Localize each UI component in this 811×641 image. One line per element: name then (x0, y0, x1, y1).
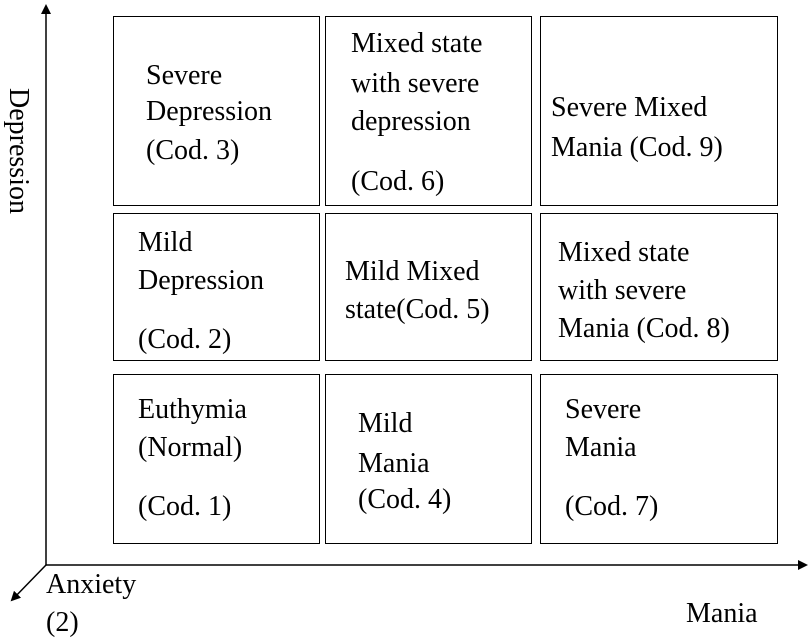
cell-text-line: (Cod. 1) (138, 491, 232, 522)
cell-text-line: Mania (Cod. 9) (551, 132, 723, 163)
cell-severe-mixed-mania: Severe Mixed Mania (Cod. 9) (540, 16, 778, 206)
cell-text-line: Mania (Cod. 8) (558, 313, 730, 344)
cell-severe-depression: Severe Depression (Cod. 3) (113, 16, 320, 206)
cell-text-line: (Cod. 6) (351, 166, 445, 197)
cell-mild-depression: Mild Depression (Cod. 2) (113, 213, 320, 361)
depression-axis-label: Depression (3, 88, 34, 214)
cell-text-line: Depression (146, 96, 272, 127)
cell-text-line: Mild Mixed (345, 256, 480, 287)
diagonal-axis (10, 564, 47, 602)
cell-text-line: (Cod. 4) (358, 484, 452, 515)
cell-text-line: Severe (146, 60, 223, 91)
cell-text-line: Euthymia (138, 394, 247, 425)
cell-text-line: state(Cod. 5) (345, 294, 490, 325)
cell-text-line: Severe Mixed (551, 92, 708, 123)
cell-text-line: (Cod. 7) (565, 491, 659, 522)
cell-text-line: Severe (565, 394, 642, 425)
cell-text-line: Depression (138, 265, 264, 296)
cell-text-line: Mild (358, 408, 413, 439)
cell-severe-mania: Severe Mania (Cod. 7) (540, 374, 778, 544)
cell-text-line: Mania (358, 448, 430, 479)
cell-text-line: with severe (351, 68, 480, 99)
cell-text-line: with severe (558, 275, 687, 306)
cell-text-line: depression (351, 106, 471, 137)
cell-text-line: (Normal) (138, 432, 243, 463)
cell-text-line: (Cod. 3) (146, 135, 240, 166)
cell-mixed-severe-mania: Mixed state with severe Mania (Cod. 8) (540, 213, 778, 361)
cell-text-line: Mixed state (558, 237, 690, 268)
cell-mixed-severe-depression: Mixed state with severe depression (Cod.… (325, 16, 532, 206)
cell-text-line: Mixed state (351, 28, 483, 59)
mania-axis-label: Mania (686, 598, 758, 629)
cell-euthymia: Euthymia (Normal) (Cod. 1) (113, 374, 320, 544)
cell-text-line: Mania (565, 432, 637, 463)
cell-text-line: Mild (138, 227, 193, 258)
cell-text-line: (Cod. 2) (138, 324, 232, 355)
cell-mild-mania: Mild Mania (Cod. 4) (325, 374, 532, 544)
anxiety-axis-sublabel: (2) (46, 607, 79, 638)
cell-mild-mixed-state: Mild Mixed state(Cod. 5) (325, 213, 532, 361)
anxiety-axis-label: Anxiety (46, 569, 137, 600)
